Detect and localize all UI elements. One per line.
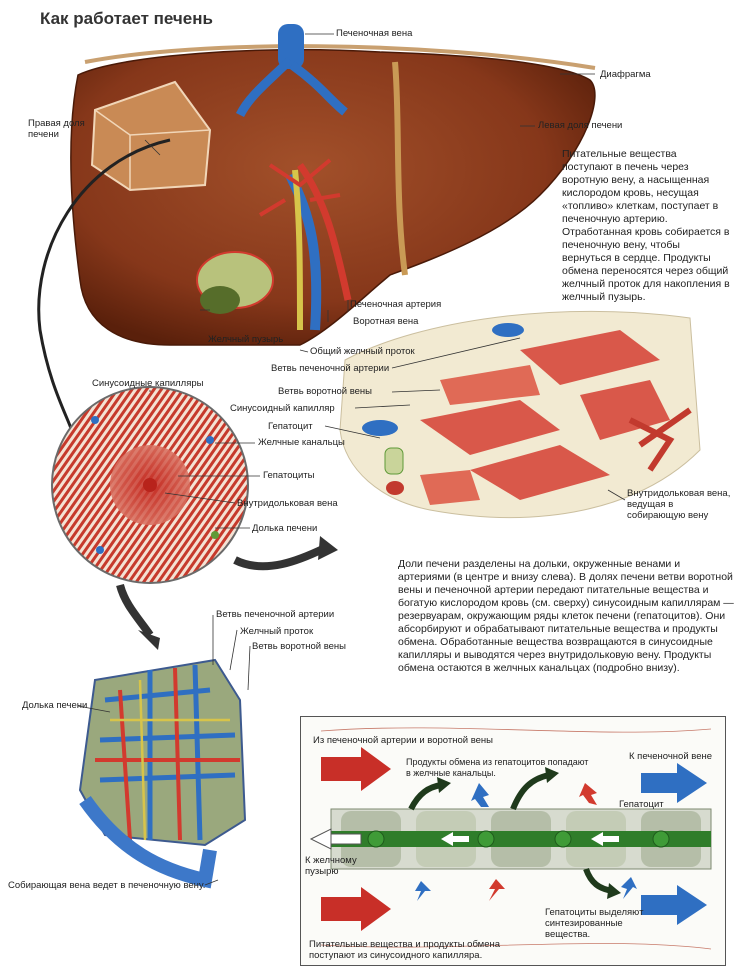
label-hepatocyte: Гепатоцит xyxy=(268,421,313,432)
scheme-label-hepatocyte: Гепатоцит xyxy=(619,799,664,810)
label-left-lobe: Левая доля печени xyxy=(538,120,623,131)
scheme-graphic xyxy=(309,727,712,950)
label-hepatic-vein: Печеночная вена xyxy=(336,28,413,39)
label-gallbladder: Желчный пузырь xyxy=(208,334,284,345)
leader-lines xyxy=(77,33,626,886)
label-hepatocytes: Гепатоциты xyxy=(263,470,315,481)
arrow-to-3d-lobule xyxy=(116,583,154,638)
arrow-to-detail xyxy=(233,544,327,571)
connector-line xyxy=(37,138,171,441)
scheme-label-from-artery-vein: Из печеночной артерии и воротной вены xyxy=(313,735,493,746)
ligament xyxy=(392,61,408,276)
label-bile-canaliculi: Желчные канальцы xyxy=(258,437,345,448)
scheme-label-products: Продукты обмена из гепатоцитов попадают … xyxy=(406,757,589,778)
scheme-label-to-gallbladder: К желчному пузырю xyxy=(305,855,357,877)
scheme-label-to-hepatic-vein: К печеночной вене xyxy=(629,751,713,762)
label-central-vein: Внутридольковая вена xyxy=(237,498,338,509)
sinusoid-detail xyxy=(339,310,701,518)
label-portal-vein: Воротная вена xyxy=(353,316,419,327)
hepatic-vein-shape xyxy=(278,24,304,69)
paragraph-top: Питательные вещества поступают в печень … xyxy=(562,148,730,303)
label-sinusoid-capillary: Синусоидный капилляр xyxy=(230,403,335,414)
diaphragm-edge xyxy=(84,44,596,70)
label-lobule-branch-portal-vein: Ветвь воротной вены xyxy=(252,641,346,652)
page-title: Как работает печень xyxy=(40,9,213,28)
liver-shape xyxy=(70,24,596,346)
label-lobule-bile-duct: Желчный проток xyxy=(240,626,314,637)
lobule-3d xyxy=(78,658,247,889)
label-common-bile-duct: Общий желчный проток xyxy=(310,346,415,357)
label-lobule-left: Долька печени xyxy=(22,700,88,711)
label-central-vein-collecting: Внутридольковая вена, ведущая в собирающ… xyxy=(627,488,731,521)
paragraph-middle: Доли печени разделены на дольки, окружен… xyxy=(398,558,734,674)
label-sinusoid-capillaries: Синусоидные капилляры xyxy=(92,378,204,389)
scheme-label-hepatocytes-secrete: Гепатоциты выделяют синтезированные веще… xyxy=(545,907,644,940)
label-lobule: Долька печени xyxy=(252,523,318,534)
label-lobule-branch-hepatic-artery: Ветвь печеночной артерии xyxy=(216,609,335,620)
label-diaphragm: Диафрагма xyxy=(600,69,651,80)
tissue-cube xyxy=(90,80,212,192)
label-hepatic-artery: Печеночная артерия xyxy=(350,299,442,310)
label-collecting-vein: Собирающая вена ведет в печеночную вену. xyxy=(8,880,206,891)
label-branch-hepatic-artery: Ветвь печеночной артерии xyxy=(271,363,390,374)
bile-canaliculi-scheme: Из печеночной артерии и воротной вены Пр… xyxy=(300,716,726,966)
lobule-circle xyxy=(51,386,249,584)
label-right-lobe: Правая доля печени xyxy=(28,118,85,140)
label-branch-portal-vein: Ветвь воротной вены xyxy=(278,386,372,397)
scheme-label-nutrients: Питательные вещества и продукты обмена п… xyxy=(309,939,501,961)
bile-duct-shape xyxy=(292,169,303,331)
